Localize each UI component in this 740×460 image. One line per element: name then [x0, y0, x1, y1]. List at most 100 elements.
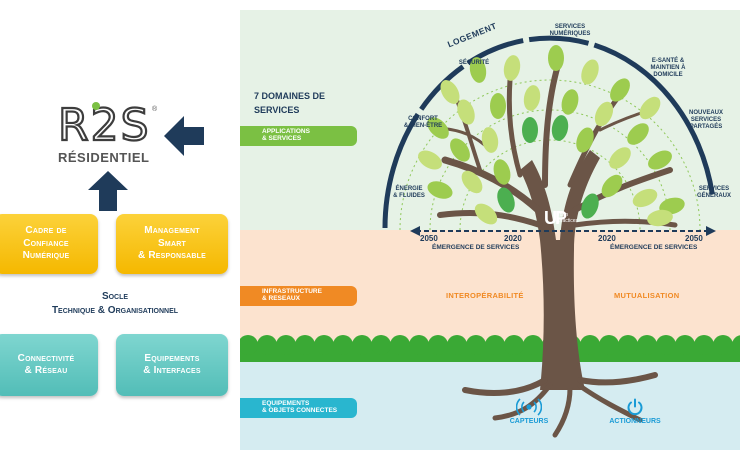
label-confort: CONFORT & BIEN-ÊTRE [403, 116, 443, 129]
hedge-bush [466, 335, 486, 355]
label-energie: ÉNERGIE & FLUIDES [393, 186, 425, 199]
label-nouveaux: NOUVEAUX SERVICES PARTAGÉS [688, 110, 723, 130]
hedge-bush [504, 335, 524, 355]
label-generaux: SERVICES GÉNÉRAUX [696, 186, 731, 199]
hedge-bush [656, 335, 676, 355]
right-panel: UP rban practices 7 DOMAINES DE SERVICES… [240, 10, 740, 450]
label-securite: SÉCURITÉ [458, 60, 490, 66]
leaf [440, 80, 460, 104]
hedge-bush [333, 335, 353, 355]
hedge-bush [428, 335, 448, 355]
year-left-far: 2050 [420, 234, 438, 243]
box-management-smart: Management Smart & Responsable [116, 214, 228, 274]
leaf [594, 101, 614, 127]
leaf [493, 159, 511, 185]
leaf [581, 59, 599, 85]
r2s-logo-dot [92, 102, 100, 110]
pill-applications: APPLICATIONS & SERVICES [240, 126, 357, 146]
leaf [427, 117, 449, 139]
hedge-bush [447, 335, 467, 355]
hedge-bush [580, 335, 600, 355]
hedge-bush [295, 335, 315, 355]
r2s-logo: R2S ® RÉSIDENTIEL [56, 100, 160, 168]
leaf [581, 193, 599, 219]
leaf [551, 115, 569, 141]
year-right-near: 2020 [598, 234, 616, 243]
hedge-bush [618, 335, 638, 355]
leaf [647, 209, 673, 227]
actionneurs-label: ACTIONNEURS [609, 418, 661, 425]
pill-infrastructure: INFRASTRUCTURE & RESEAUX [240, 286, 357, 306]
domaines-title: 7 DOMAINES DE SERVICES [254, 91, 326, 115]
hedge-bush [257, 335, 277, 355]
box-equipements: Equipements & Interfaces [116, 334, 228, 396]
year-left-near: 2020 [504, 234, 522, 243]
hedge-bush [485, 335, 505, 355]
leaf [481, 127, 499, 153]
leaf [627, 123, 649, 145]
label-esante: E-SANTÉ & MAINTIEN À DOMICILE [650, 58, 686, 78]
leaf [648, 150, 672, 170]
hedge-bush [390, 335, 410, 355]
hedge-bush [599, 335, 619, 355]
box-connectivite: Connectivité & Réseau [0, 334, 98, 396]
arrow-up-icon [88, 171, 128, 211]
hedge-bush [352, 335, 372, 355]
leaf [609, 147, 631, 169]
leaf [469, 57, 487, 83]
leaf [457, 99, 475, 125]
socle-title: Socle [101, 291, 129, 302]
leaf [497, 187, 515, 213]
leaf [632, 188, 658, 208]
leaf [576, 127, 594, 153]
hedge-bush [637, 335, 657, 355]
leaf [522, 117, 538, 143]
urban-practices-logo: UP rban practices [544, 208, 596, 234]
leaf [610, 78, 630, 102]
urban-practices-letters: UP [544, 208, 567, 228]
socle-label: Socle Technique & Organisationnel [0, 290, 230, 317]
hedge-bush [713, 335, 733, 355]
leaf [461, 170, 483, 194]
hedge-bush [240, 335, 258, 355]
hedge-bush [409, 335, 429, 355]
hedge-bush [523, 335, 543, 355]
urban-practices-small: rban practices [558, 212, 579, 224]
leaf [523, 85, 541, 111]
hedge-bush [675, 335, 695, 355]
tree-illustration [382, 35, 718, 438]
r2s-registered-mark: ® [152, 106, 158, 113]
leaf [418, 150, 442, 170]
capteurs-label: CAPTEURS [509, 418, 549, 425]
leaf [474, 203, 498, 225]
arrow-left-icon [164, 116, 204, 156]
grass-hedge [240, 335, 740, 362]
r2s-logo-sub: RÉSIDENTIEL [58, 150, 150, 165]
mutualisation-label: MUTUALISATION [614, 291, 680, 300]
emergence-right: ÉMERGENCE DE SERVICES [610, 244, 698, 251]
hedge-bush [732, 335, 740, 355]
leaf [490, 93, 506, 119]
sensor-icon [516, 398, 542, 416]
pill-equipements: EQUIPEMENTS & OBJETS CONNECTES [240, 398, 357, 418]
hedge-bush [371, 335, 391, 355]
leaf [450, 138, 470, 162]
hedge-bush [694, 335, 714, 355]
leaf [639, 96, 661, 120]
r2s-logo-main: R2S [57, 100, 151, 151]
interoperabilite-label: INTEROPÉRABILITÉ [446, 291, 524, 300]
leaf [601, 174, 623, 198]
leaf [503, 55, 521, 81]
power-icon [627, 398, 643, 416]
label-services-numeriques: SERVICES NUMÉRIQUES [549, 24, 591, 37]
socle-subtitle: Technique & Organisationnel [51, 304, 179, 316]
leaf [427, 181, 453, 199]
hedge-bush [276, 335, 296, 355]
leaf [561, 89, 579, 115]
box-cadre-confiance: Cadre de Confiance Numérique [0, 214, 98, 274]
leaf [548, 45, 564, 71]
emergence-left: ÉMERGENCE DE SERVICES [432, 244, 520, 251]
year-right-far: 2050 [685, 234, 703, 243]
hedge-bush [314, 335, 334, 355]
